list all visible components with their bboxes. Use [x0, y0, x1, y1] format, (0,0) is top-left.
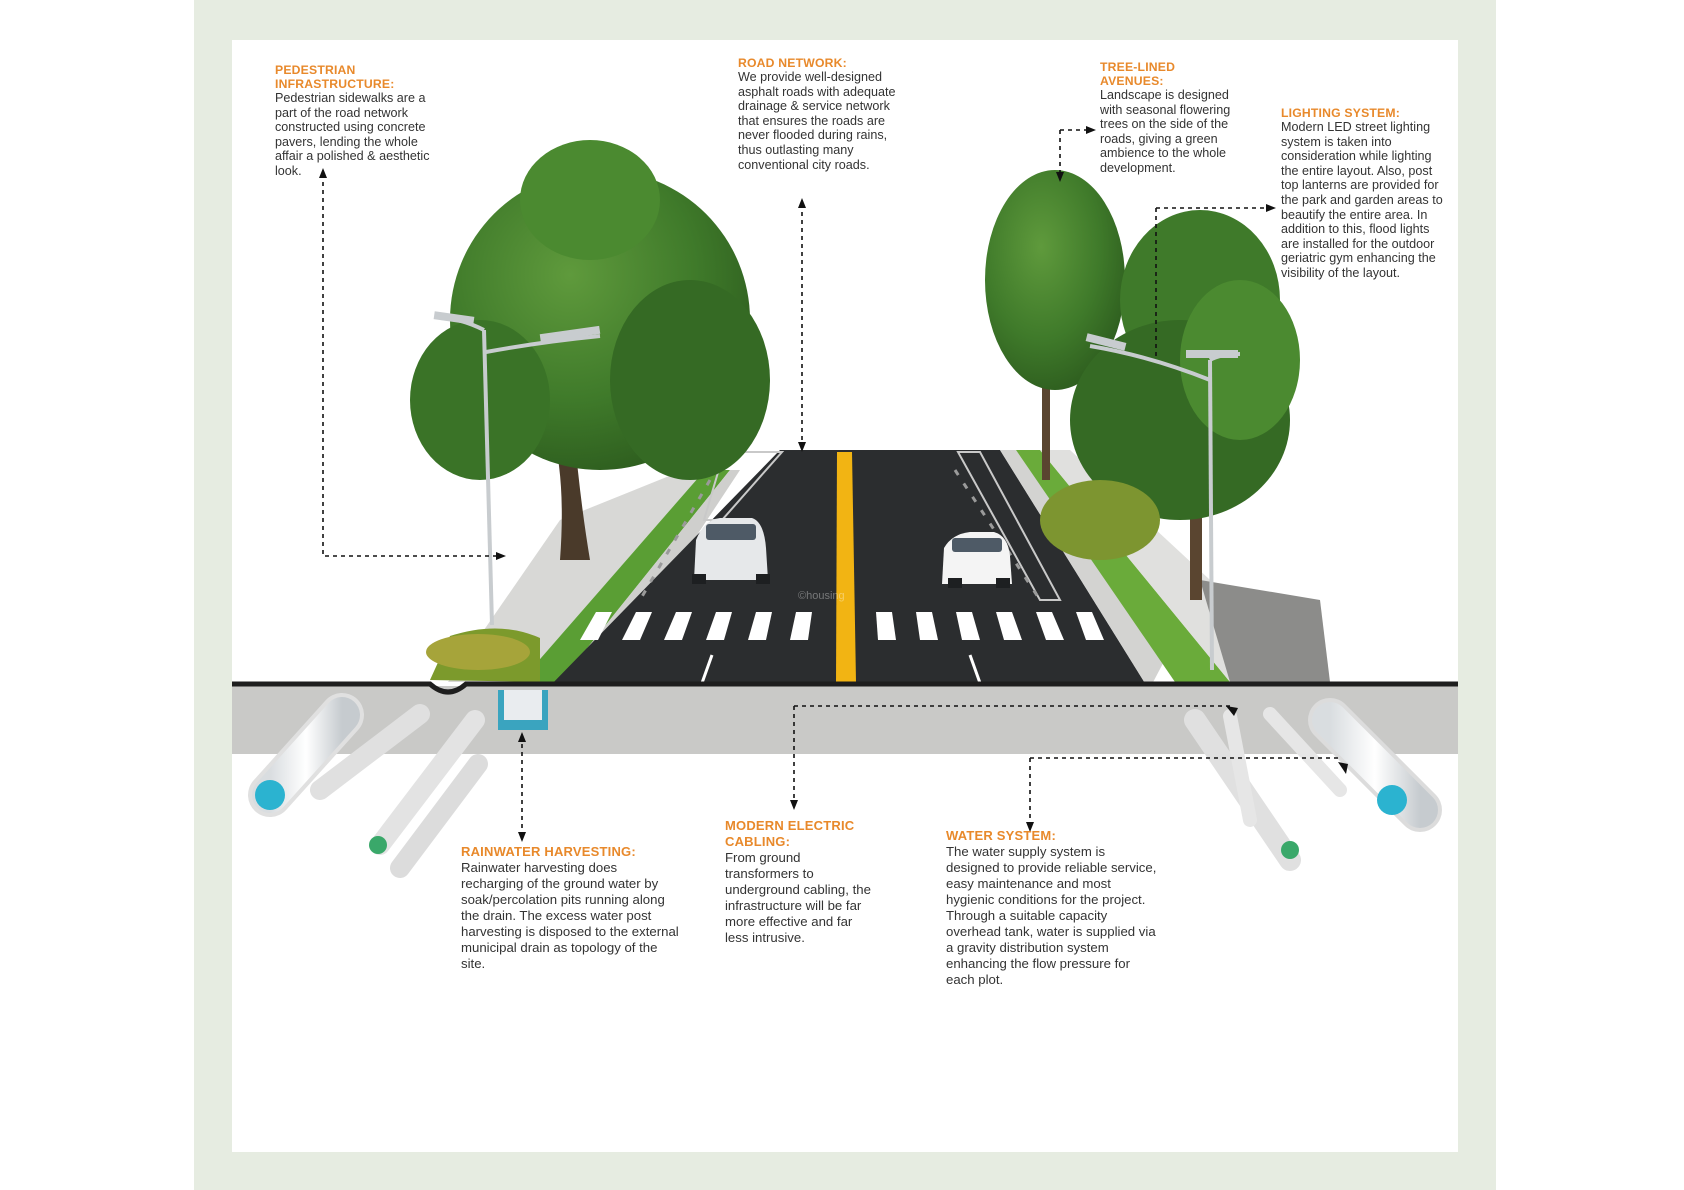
callout-electric-title: MODERN ELECTRIC CABLING: — [725, 818, 855, 849]
callout-electric-body: From ground transformers to underground … — [725, 850, 871, 945]
pedestrian-leader — [322, 174, 500, 557]
car-right — [942, 532, 1012, 588]
water-leader — [1029, 757, 1340, 826]
callout-road: ROAD NETWORK: We provide well-designed a… — [738, 56, 900, 172]
callout-pedestrian: PEDESTRIAN INFRASTRUCTURE: Pedestrian si… — [275, 63, 445, 179]
left-planter — [426, 628, 540, 682]
callout-water-body: The water supply system is designed to p… — [946, 844, 1157, 987]
callout-pedestrian-title: PEDESTRIAN INFRASTRUCTURE: — [275, 63, 395, 91]
callout-trees-body: Landscape is designed with seasonal flow… — [1100, 88, 1231, 175]
crosswalk-left — [580, 612, 812, 640]
road-center-line — [836, 452, 856, 682]
leader-arrowheads — [319, 126, 1348, 842]
left-tree — [410, 140, 770, 560]
right-pipes — [1184, 698, 1442, 871]
callout-trees: TREE-LINED AVENUES: Landscape is designe… — [1100, 60, 1242, 176]
callout-road-body: We provide well-designed asphalt roads w… — [738, 70, 896, 172]
callout-water: WATER SYSTEM: The water supply system is… — [946, 828, 1162, 988]
callout-lighting-title: LIGHTING SYSTEM: — [1281, 106, 1400, 120]
left-sidewalk — [448, 470, 740, 682]
callout-lighting-body: Modern LED street lighting system is tak… — [1281, 120, 1443, 280]
callout-rainwater-body: Rainwater harvesting does recharging of … — [461, 860, 679, 971]
trees-leader — [1059, 129, 1090, 176]
lighting-leader — [1155, 207, 1270, 360]
callout-road-title: ROAD NETWORK: — [738, 56, 847, 70]
callout-electric: MODERN ELECTRIC CABLING: From ground tra… — [725, 818, 875, 946]
callout-lighting: LIGHTING SYSTEM: Modern LED street light… — [1281, 106, 1447, 281]
callout-pedestrian-body: Pedestrian sidewalks are a part of the r… — [275, 91, 430, 178]
callout-trees-title: TREE-LINED AVENUES: — [1100, 60, 1176, 88]
watermark: ©housing — [798, 590, 845, 602]
callout-rainwater-title: RAINWATER HARVESTING: — [461, 844, 636, 859]
ground-section — [232, 681, 1458, 754]
callout-water-title: WATER SYSTEM: — [946, 828, 1056, 843]
crosswalk-right — [876, 612, 1104, 640]
left-pipes — [248, 693, 488, 878]
road-surface — [548, 450, 1148, 688]
leader-lines — [322, 129, 1340, 838]
car-left — [692, 518, 770, 584]
electric-leader — [793, 705, 1230, 804]
callout-rainwater: RAINWATER HARVESTING: Rainwater harvesti… — [461, 844, 681, 972]
